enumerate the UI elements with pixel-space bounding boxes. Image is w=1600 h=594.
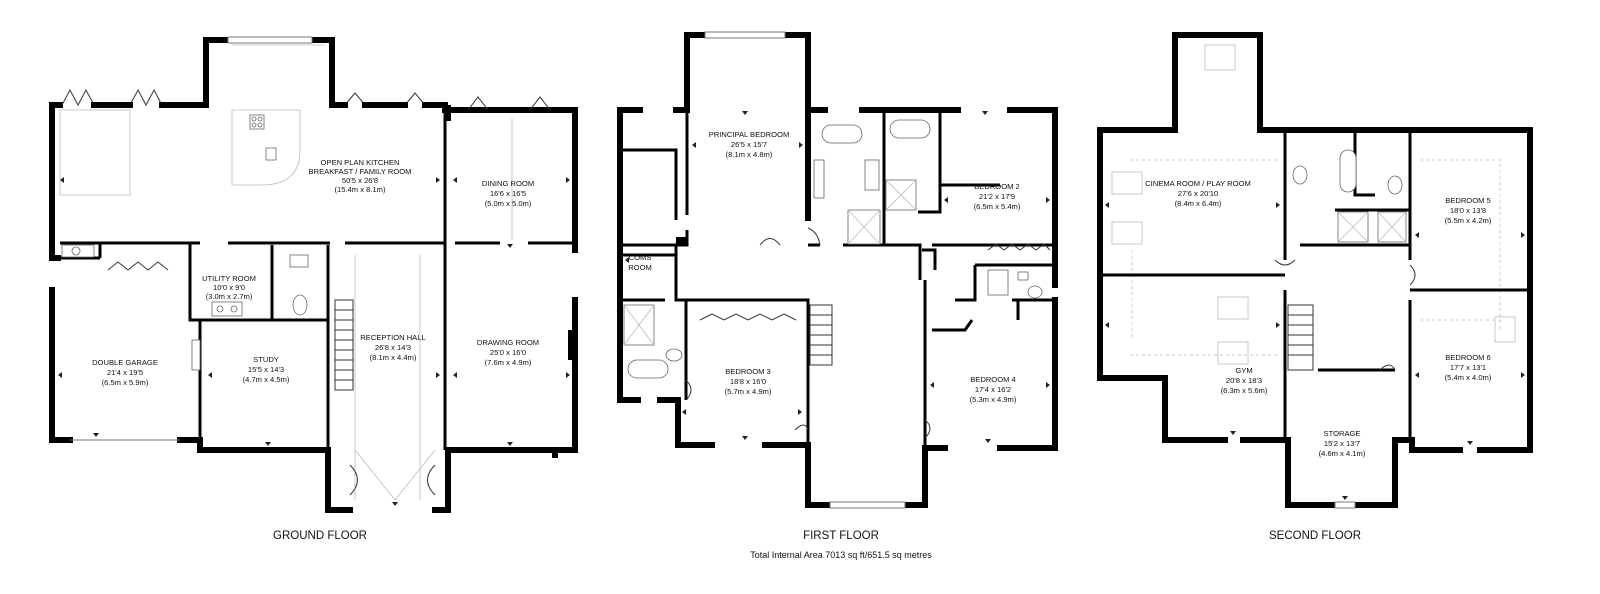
svg-text:DINING ROOM: DINING ROOM <box>482 179 534 188</box>
room-label-coms-room: COMS ROOM <box>628 253 652 272</box>
svg-text:20'8 x 18'3: 20'8 x 18'3 <box>1226 376 1262 385</box>
svg-text:50'5 x 26'8: 50'5 x 26'8 <box>342 176 378 185</box>
svg-text:UTILITY ROOM: UTILITY ROOM <box>202 274 256 283</box>
svg-text:OPEN PLAN KITCHEN: OPEN PLAN KITCHEN <box>321 158 400 167</box>
svg-text:DOUBLE GARAGE: DOUBLE GARAGE <box>92 358 158 367</box>
ground-floor-title: GROUND FLOOR <box>273 530 367 542</box>
svg-text:10'0 x 9'0: 10'0 x 9'0 <box>213 283 245 292</box>
svg-text:25'0 x 16'0: 25'0 x 16'0 <box>490 348 526 357</box>
svg-text:(5.7m x 4.9m): (5.7m x 4.9m) <box>725 387 772 396</box>
svg-text:DRAWING ROOM: DRAWING ROOM <box>477 338 539 347</box>
svg-text:BEDROOM 3: BEDROOM 3 <box>725 367 771 376</box>
room-label-bedroom-6: BEDROOM 6 17'7 x 13'1 (5.4m x 4.0m) <box>1445 353 1492 382</box>
room-label-cinema-room: CINEMA ROOM / PLAY ROOM 27'6 x 20'10 (8.… <box>1145 179 1251 208</box>
svg-text:(6.5m x 5.9m): (6.5m x 5.9m) <box>102 378 149 387</box>
svg-text:26'8 x 14'3: 26'8 x 14'3 <box>375 343 411 352</box>
svg-text:(8.1m x 4.4m): (8.1m x 4.4m) <box>370 353 417 362</box>
svg-text:(8.4m x 6.4m): (8.4m x 6.4m) <box>1175 199 1222 208</box>
svg-text:21'4 x 19'5: 21'4 x 19'5 <box>107 368 143 377</box>
room-label-bedroom-4: BEDROOM 4 17'4 x 16'2 (5.3m x 4.9m) <box>970 375 1017 404</box>
room-label-kitchen: OPEN PLAN KITCHEN BREAKFAST / FAMILY ROO… <box>309 158 412 194</box>
svg-text:(6.3m x 5.6m): (6.3m x 5.6m) <box>1221 386 1268 395</box>
svg-text:(15.4m x 8.1m): (15.4m x 8.1m) <box>334 185 386 194</box>
ground-floor-plan: OPEN PLAN KITCHEN BREAKFAST / FAMILY ROO… <box>49 36 578 542</box>
svg-text:(3.0m x 2.7m): (3.0m x 2.7m) <box>206 292 253 301</box>
second-floor-title: SECOND FLOOR <box>1269 530 1361 542</box>
room-label-gym: GYM 20'8 x 18'3 (6.3m x 5.6m) <box>1221 366 1268 395</box>
svg-text:27'6 x 20'10: 27'6 x 20'10 <box>1178 189 1218 198</box>
svg-text:17'7 x 13'1: 17'7 x 13'1 <box>1450 363 1486 372</box>
first-floor-plan: PRINCIPAL BEDROOM 26'5 x 15'7 (8.1m x 4.… <box>617 31 1058 542</box>
room-label-dining-room: DINING ROOM 16'6 x 16'5 (5.0m x 5.0m) <box>482 179 534 208</box>
svg-text:(4.6m x 4.1m): (4.6m x 4.1m) <box>1319 449 1366 458</box>
svg-text:21'2 x 17'9: 21'2 x 17'9 <box>979 192 1015 201</box>
first-floor-title: FIRST FLOOR <box>803 530 879 542</box>
svg-text:GYM: GYM <box>1235 366 1252 375</box>
svg-text:18'0 x 13'8: 18'0 x 13'8 <box>1450 206 1486 215</box>
total-internal-area: Total Internal Area 7013 sq ft/651.5 sq … <box>750 550 932 560</box>
svg-text:16'6 x 16'5: 16'6 x 16'5 <box>490 189 526 198</box>
svg-text:(5.0m x 5.0m): (5.0m x 5.0m) <box>485 199 532 208</box>
room-label-reception-hall: RECEPTION HALL 26'8 x 14'3 (8.1m x 4.4m) <box>360 333 425 362</box>
svg-text:(4.7m x 4.5m): (4.7m x 4.5m) <box>243 375 290 384</box>
room-label-bedroom-3: BEDROOM 3 18'8 x 16'0 (5.7m x 4.9m) <box>725 367 772 396</box>
svg-text:(6.5m x 5.4m): (6.5m x 5.4m) <box>974 202 1021 211</box>
svg-text:26'5 x 15'7: 26'5 x 15'7 <box>731 140 767 149</box>
svg-text:BREAKFAST / FAMILY ROOM: BREAKFAST / FAMILY ROOM <box>309 167 412 176</box>
room-label-utility-room: UTILITY ROOM 10'0 x 9'0 (3.0m x 2.7m) <box>202 274 256 301</box>
svg-text:15'5 x 14'3: 15'5 x 14'3 <box>248 365 284 374</box>
svg-text:18'8 x 16'0: 18'8 x 16'0 <box>730 377 766 386</box>
room-label-bedroom-5: BEDROOM 5 18'0 x 13'8 (5.5m x 4.2m) <box>1445 196 1492 225</box>
svg-text:(5.4m x 4.0m): (5.4m x 4.0m) <box>1445 373 1492 382</box>
svg-text:ROOM: ROOM <box>628 263 652 272</box>
svg-text:15'2 x 13'7: 15'2 x 13'7 <box>1324 439 1360 448</box>
room-label-study: STUDY 15'5 x 14'3 (4.7m x 4.5m) <box>243 355 290 384</box>
room-label-drawing-room: DRAWING ROOM 25'0 x 16'0 (7.6m x 4.9m) <box>477 338 539 367</box>
svg-text:(5.3m x 4.9m): (5.3m x 4.9m) <box>970 395 1017 404</box>
svg-text:BEDROOM 6: BEDROOM 6 <box>1445 353 1491 362</box>
svg-text:(8.1m x 4.8m): (8.1m x 4.8m) <box>726 150 773 159</box>
svg-text:(7.6m x 4.9m): (7.6m x 4.9m) <box>485 358 532 367</box>
svg-text:(5.5m x 4.2m): (5.5m x 4.2m) <box>1445 216 1492 225</box>
svg-text:STORAGE: STORAGE <box>1324 429 1361 438</box>
svg-text:COMS: COMS <box>629 253 652 262</box>
svg-text:PRINCIPAL BEDROOM: PRINCIPAL BEDROOM <box>709 130 790 139</box>
room-label-principal-bedroom: PRINCIPAL BEDROOM 26'5 x 15'7 (8.1m x 4.… <box>709 130 790 159</box>
second-floor-plan: CINEMA ROOM / PLAY ROOM 27'6 x 20'10 (8.… <box>1097 32 1533 542</box>
svg-text:RECEPTION HALL: RECEPTION HALL <box>360 333 425 342</box>
svg-text:BEDROOM 2: BEDROOM 2 <box>974 182 1020 191</box>
svg-text:STUDY: STUDY <box>253 355 279 364</box>
room-label-double-garage: DOUBLE GARAGE 21'4 x 19'5 (6.5m x 5.9m) <box>92 358 158 387</box>
room-label-storage: STORAGE 15'2 x 13'7 (4.6m x 4.1m) <box>1319 429 1366 458</box>
svg-text:BEDROOM 4: BEDROOM 4 <box>970 375 1016 384</box>
svg-text:BEDROOM 5: BEDROOM 5 <box>1445 196 1491 205</box>
svg-text:17'4 x 16'2: 17'4 x 16'2 <box>975 385 1011 394</box>
room-label-bedroom-2: BEDROOM 2 21'2 x 17'9 (6.5m x 5.4m) <box>974 182 1021 211</box>
svg-text:CINEMA ROOM / PLAY ROOM: CINEMA ROOM / PLAY ROOM <box>1145 179 1251 188</box>
